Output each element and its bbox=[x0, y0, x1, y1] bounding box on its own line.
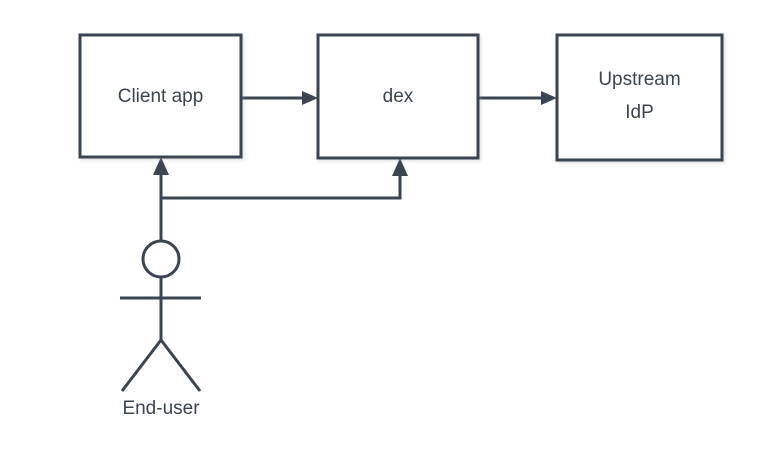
edge-dex-to-upstream-idp-arrowhead bbox=[541, 91, 557, 105]
node-upstream-idp-rect[interactable] bbox=[555, 33, 724, 162]
node-dex-rect[interactable] bbox=[316, 33, 480, 160]
actor-end-user-label: End-user bbox=[122, 398, 200, 419]
edge-end-user-to-dex-arrowhead bbox=[392, 158, 408, 176]
node-dex-label: dex bbox=[383, 86, 414, 107]
edge-end-user-to-dex-shaft bbox=[161, 173, 402, 200]
node-dex[interactable]: dex bbox=[316, 33, 480, 160]
node-client-app-label: Client app bbox=[118, 86, 204, 107]
actor-end-user-head[interactable] bbox=[141, 239, 181, 279]
edge-end-user-to-dex bbox=[161, 158, 408, 200]
node-client-app-rect[interactable] bbox=[78, 33, 243, 159]
edge-client-app-to-dex-arrowhead bbox=[302, 91, 318, 105]
actor-end-user[interactable]: End-user bbox=[120, 239, 202, 419]
edge-end-user-to-client-app bbox=[153, 157, 169, 241]
actor-end-user-leg-left bbox=[120, 339, 163, 392]
node-client-app[interactable]: Client app bbox=[78, 33, 243, 159]
actor-end-user-leg-right bbox=[159, 339, 202, 392]
node-upstream-idp[interactable]: Upstream IdP bbox=[555, 33, 724, 162]
edge-dex-to-upstream-idp bbox=[478, 91, 557, 105]
edge-end-user-to-client-app-arrowhead bbox=[153, 157, 169, 175]
node-upstream-idp-label-line1: Upstream bbox=[598, 69, 680, 90]
edge-client-app-to-dex bbox=[241, 91, 318, 105]
node-upstream-idp-label-line2: IdP bbox=[625, 102, 654, 123]
